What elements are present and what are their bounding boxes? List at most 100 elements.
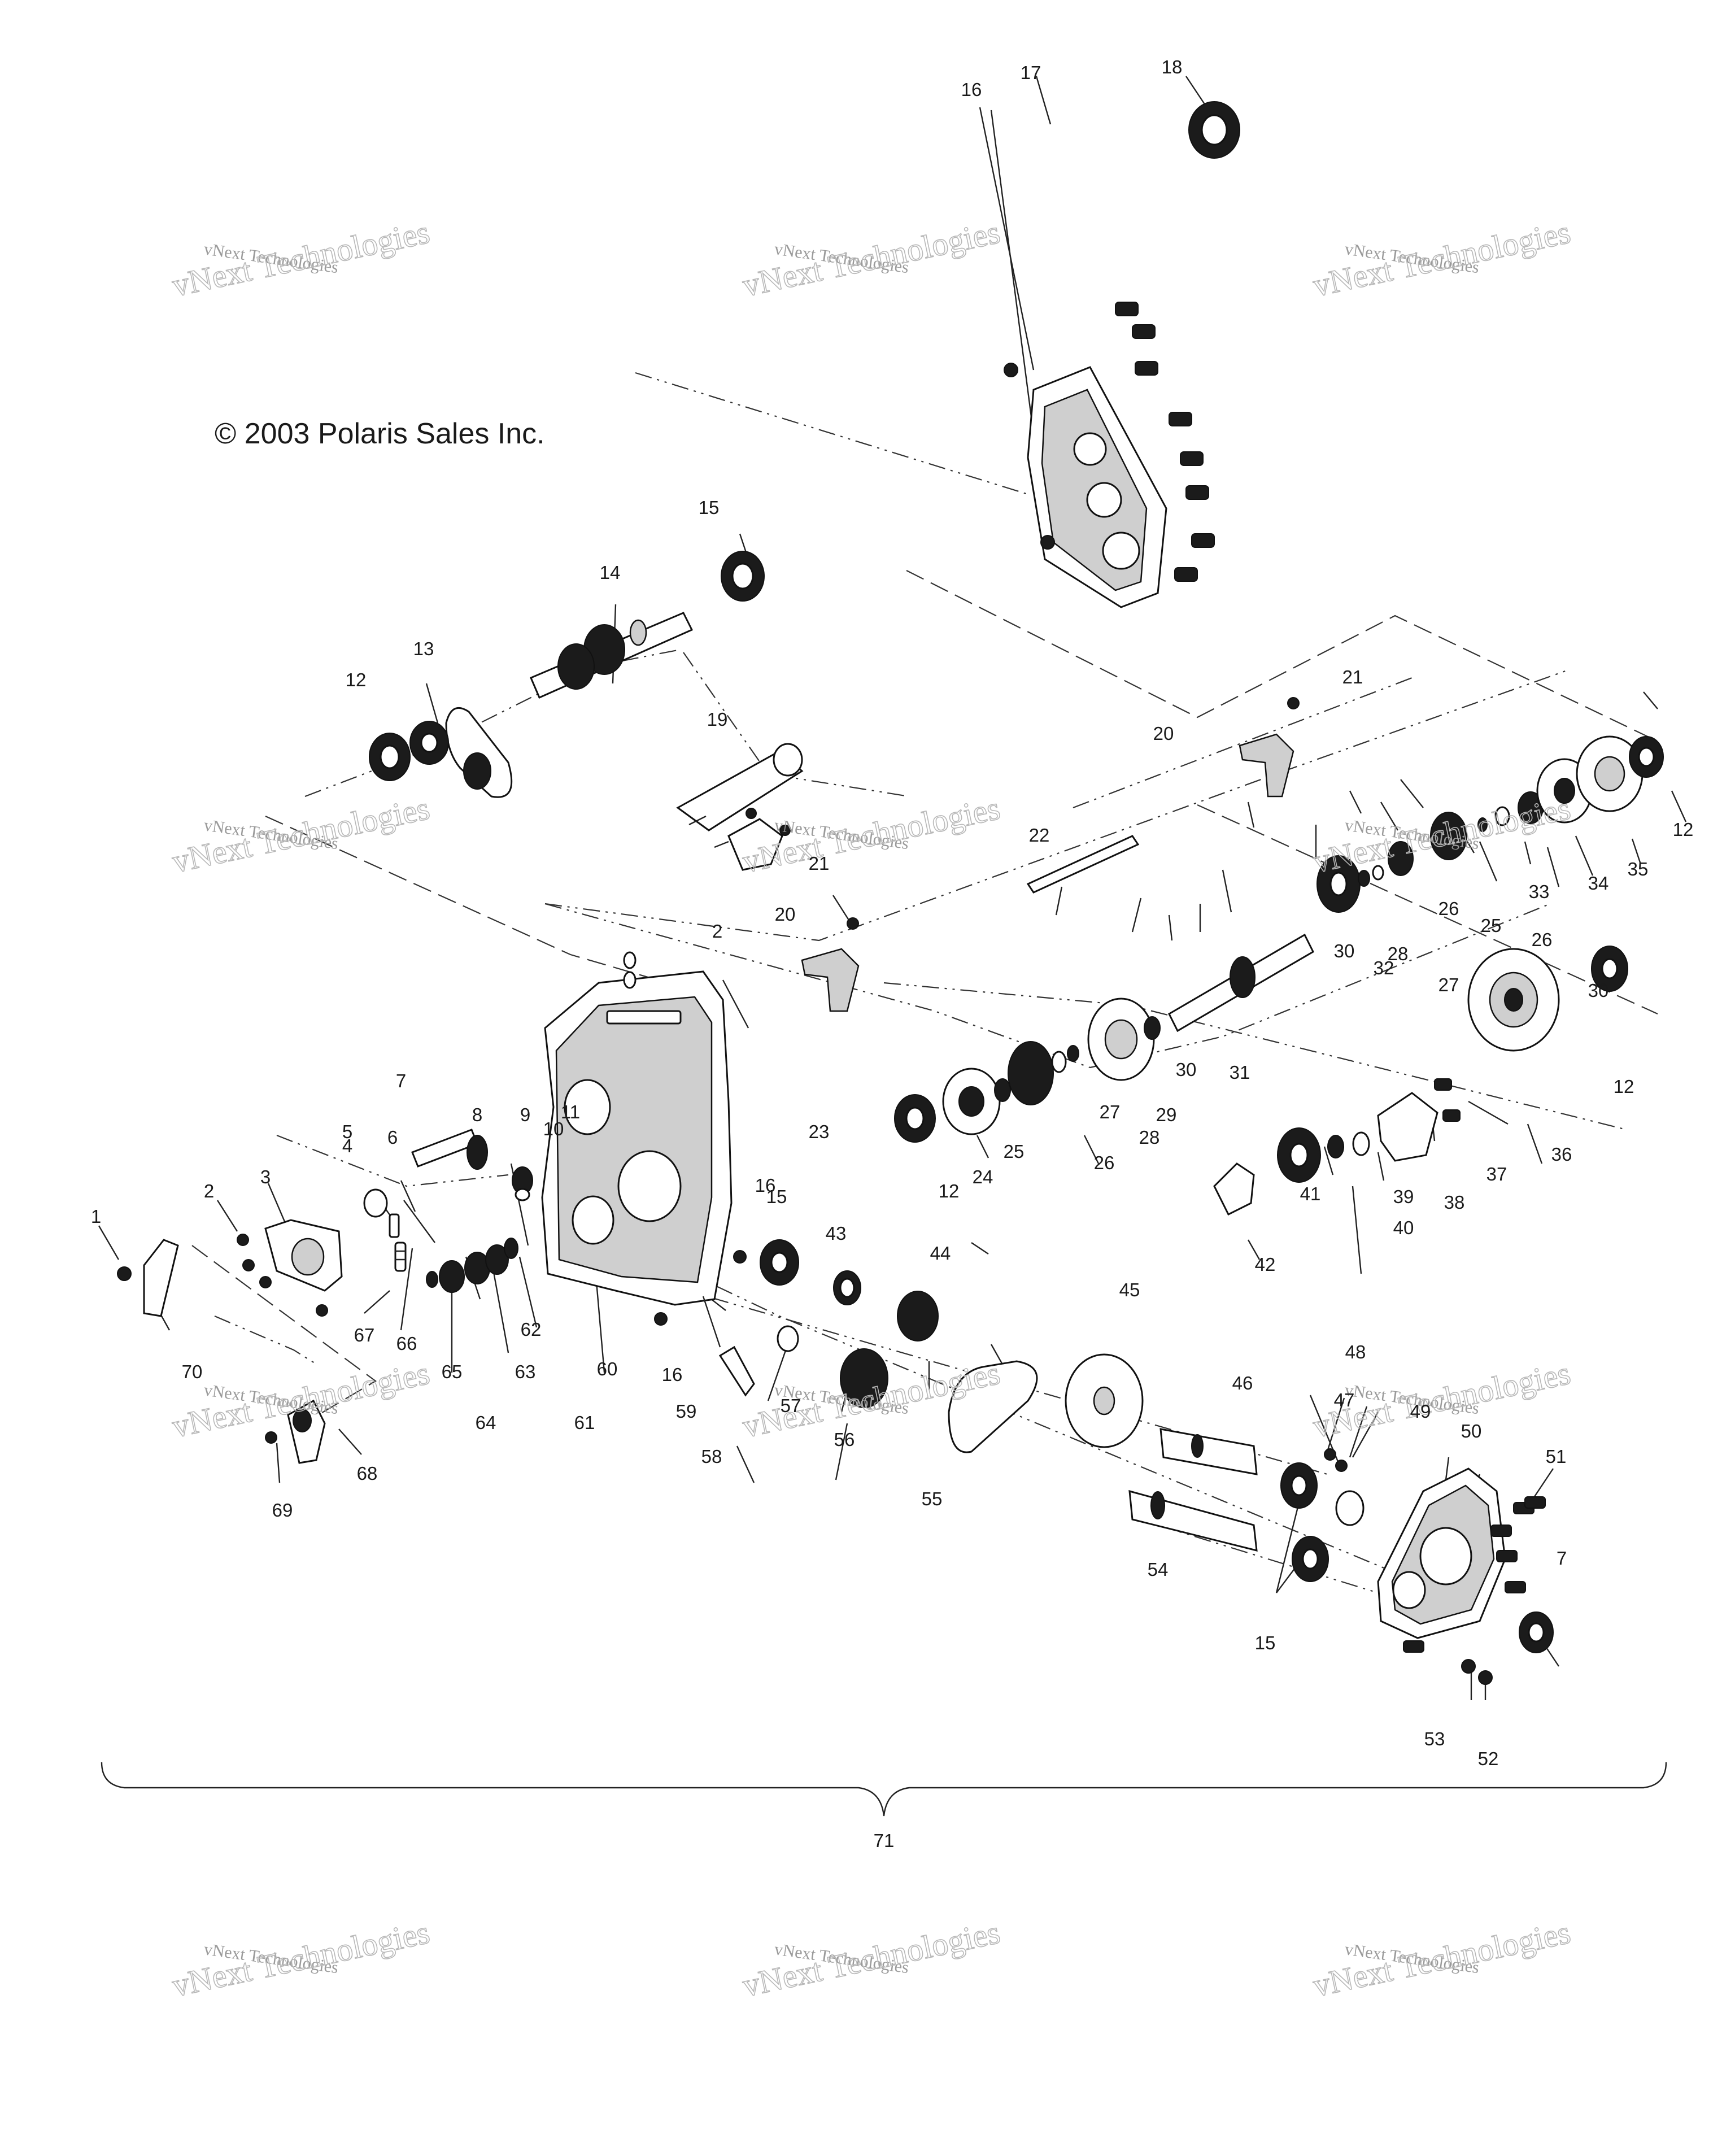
- shaft-6: [411, 1129, 488, 1170]
- seals-47-49: [1324, 1448, 1365, 1526]
- callout-21: 21: [809, 853, 830, 874]
- callout-28: 28: [1139, 1127, 1160, 1148]
- callout-67: 67: [354, 1325, 375, 1345]
- callout-7: 7: [396, 1070, 406, 1091]
- main-case-60: [541, 951, 733, 1306]
- callout-36: 36: [1551, 1144, 1572, 1165]
- callout-26: 26: [1438, 898, 1459, 919]
- callout-35: 35: [1628, 859, 1649, 879]
- rod-22: [1026, 835, 1140, 894]
- shaft-14: [530, 612, 694, 699]
- bearing-12-upper: [369, 733, 411, 781]
- seal-18: [1188, 101, 1240, 159]
- callout-8: 8: [472, 1104, 482, 1125]
- callout-4: 4: [342, 1135, 352, 1156]
- callout-12: 12: [1614, 1076, 1634, 1097]
- callout-38: 38: [1444, 1192, 1465, 1213]
- callout-64: 64: [476, 1412, 496, 1433]
- seal-7-lower: [1519, 1611, 1554, 1653]
- callout-1: 1: [91, 1206, 101, 1227]
- assembly-bracket: [101, 1762, 1667, 1817]
- callout-15: 15: [699, 497, 720, 518]
- callout-20: 20: [1153, 723, 1174, 744]
- bearing-7-upper: [409, 721, 449, 765]
- callout-16: 16: [755, 1175, 776, 1196]
- callout-6: 6: [387, 1127, 398, 1148]
- lever-68: [265, 1399, 326, 1464]
- bushing-57: [777, 1325, 799, 1352]
- fork-20-upper: [1239, 697, 1300, 798]
- callout-2: 2: [204, 1181, 214, 1201]
- bolt-51: [1524, 1496, 1546, 1509]
- callout-24: 24: [973, 1166, 993, 1187]
- callout-30: 30: [1588, 980, 1609, 1001]
- chain-55: [948, 1360, 1038, 1453]
- callout-26: 26: [1094, 1152, 1115, 1173]
- gear-36: [1467, 946, 1628, 1052]
- fasteners-52-53: [1461, 1659, 1493, 1685]
- callout-61: 61: [574, 1412, 595, 1433]
- cover-50: [1377, 1467, 1535, 1653]
- callout-48: 48: [1345, 1341, 1366, 1362]
- callout-26: 26: [1532, 929, 1553, 950]
- callout-33: 33: [1529, 881, 1550, 902]
- gear-56: [840, 1348, 888, 1408]
- assembly-37-42: [1213, 1078, 1461, 1216]
- callout-41: 41: [1300, 1183, 1321, 1204]
- callout-47: 47: [1334, 1390, 1355, 1410]
- callout-68: 68: [357, 1463, 378, 1484]
- callout-53: 53: [1424, 1728, 1445, 1749]
- callout-10: 10: [543, 1118, 564, 1139]
- callout-51: 51: [1546, 1446, 1567, 1467]
- switch-58: [702, 1296, 755, 1397]
- bearings-15-lower: [1280, 1462, 1329, 1582]
- callout-12: 12: [1673, 819, 1694, 840]
- callout-49: 49: [1410, 1401, 1431, 1422]
- callout-58: 58: [701, 1446, 722, 1467]
- callout-40: 40: [1393, 1217, 1414, 1238]
- ring-43: [833, 1270, 861, 1305]
- leader-lines: [98, 76, 1687, 1700]
- lever-4: [363, 1188, 400, 1238]
- callout-15: 15: [1255, 1632, 1276, 1653]
- callout-34: 34: [1588, 873, 1609, 894]
- callout-7: 7: [1557, 1548, 1567, 1569]
- callout-22: 22: [1029, 825, 1050, 846]
- callout-18: 18: [1162, 56, 1183, 77]
- callout-14: 14: [600, 562, 621, 583]
- callout-69: 69: [272, 1500, 293, 1521]
- callout-70: 70: [182, 1361, 203, 1382]
- callout-11: 11: [561, 1101, 580, 1122]
- gear-8: [463, 752, 491, 790]
- plate-23: [727, 808, 791, 871]
- callout-60: 60: [597, 1358, 618, 1379]
- housing-3: [237, 1219, 343, 1317]
- callout-25: 25: [1004, 1141, 1025, 1162]
- callout-15: 15: [766, 1186, 787, 1207]
- callout-28: 28: [1388, 943, 1409, 964]
- callout-46: 46: [1232, 1373, 1253, 1393]
- assembly-71-label: 71: [874, 1830, 895, 1851]
- bearing-15-upper: [721, 551, 765, 602]
- shaft-54: [1128, 1489, 1258, 1552]
- callout-55: 55: [922, 1488, 943, 1509]
- gears-61-66: [426, 1238, 518, 1293]
- callout-42: 42: [1255, 1254, 1276, 1275]
- bracket-70: [117, 1239, 179, 1317]
- callout-12: 12: [939, 1181, 960, 1201]
- spring-67: [394, 1242, 407, 1272]
- callout-5: 5: [342, 1121, 352, 1142]
- gear-9: [512, 1166, 533, 1201]
- callout-50: 50: [1461, 1421, 1482, 1441]
- callout-9: 9: [520, 1104, 530, 1125]
- callout-13: 13: [413, 638, 434, 659]
- callout-32: 32: [1374, 957, 1394, 978]
- callout-23: 23: [809, 1121, 830, 1142]
- callout-12: 12: [346, 669, 367, 690]
